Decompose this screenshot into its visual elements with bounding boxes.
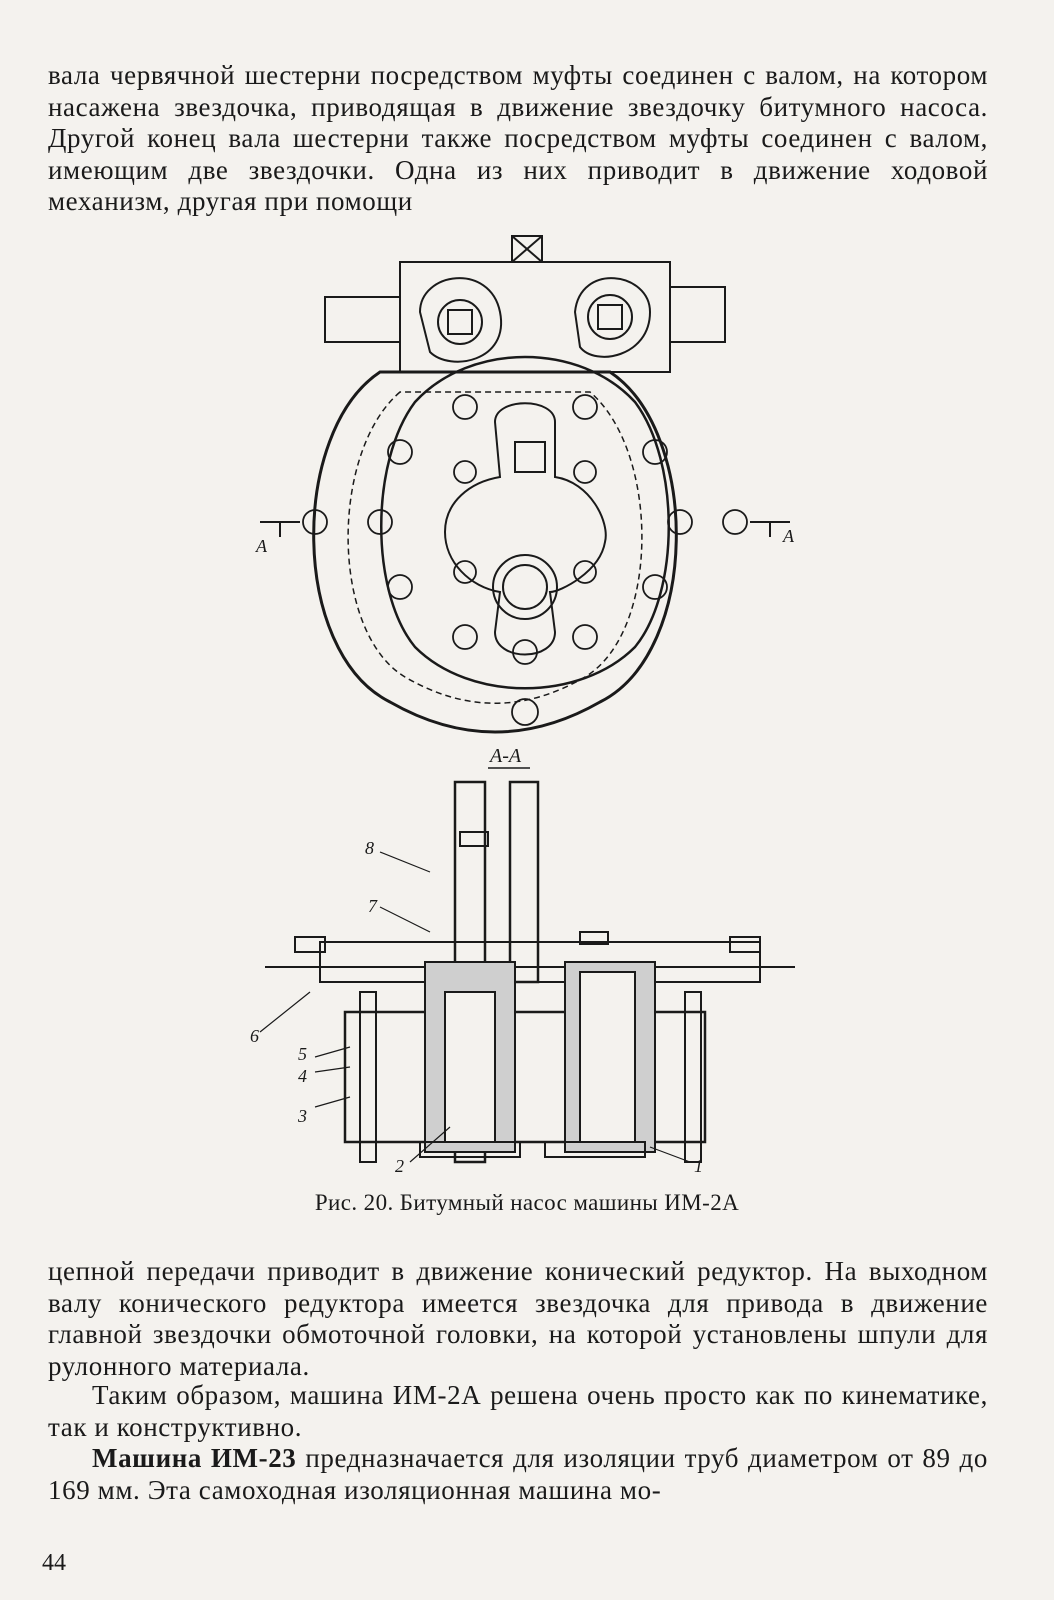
- part-label-3: 3: [297, 1106, 307, 1126]
- figure-caption: Рис. 20. Битумный насос машины ИМ-2А: [314, 1190, 740, 1215]
- paragraph-4-text: предназначается для изоляции труб диамет…: [48, 1443, 988, 1505]
- machine-name: Машина ИМ-23: [92, 1443, 297, 1473]
- paragraph-3: Таким образом, машина ИМ-2А решена очень…: [48, 1380, 988, 1442]
- pump-section-view: А-А 8 7: [250, 745, 795, 1176]
- part-label-6: 6: [250, 1026, 259, 1046]
- top-paragraph: вала червячной шестерни посредством муфт…: [48, 60, 988, 216]
- section-mark-left: А: [255, 536, 268, 556]
- part-label-4: 4: [298, 1066, 307, 1086]
- part-label-5: 5: [298, 1044, 307, 1064]
- pump-top-view: А А: [255, 235, 795, 734]
- part-label-1: 1: [694, 1156, 703, 1176]
- section-title: А-А: [488, 745, 522, 767]
- paragraph-2: цепной передачи приводит в движение кони…: [48, 1256, 988, 1381]
- section-mark-right: А: [782, 526, 795, 546]
- paragraph-4: Машина ИМ-23 предназначается для изоляци…: [48, 1443, 988, 1506]
- pump-drawing: А А А-А: [250, 235, 795, 1176]
- part-label-7: 7: [368, 896, 378, 916]
- part-label-8: 8: [365, 838, 374, 858]
- part-label-2: 2: [395, 1156, 404, 1176]
- page-number: 44: [42, 1550, 66, 1576]
